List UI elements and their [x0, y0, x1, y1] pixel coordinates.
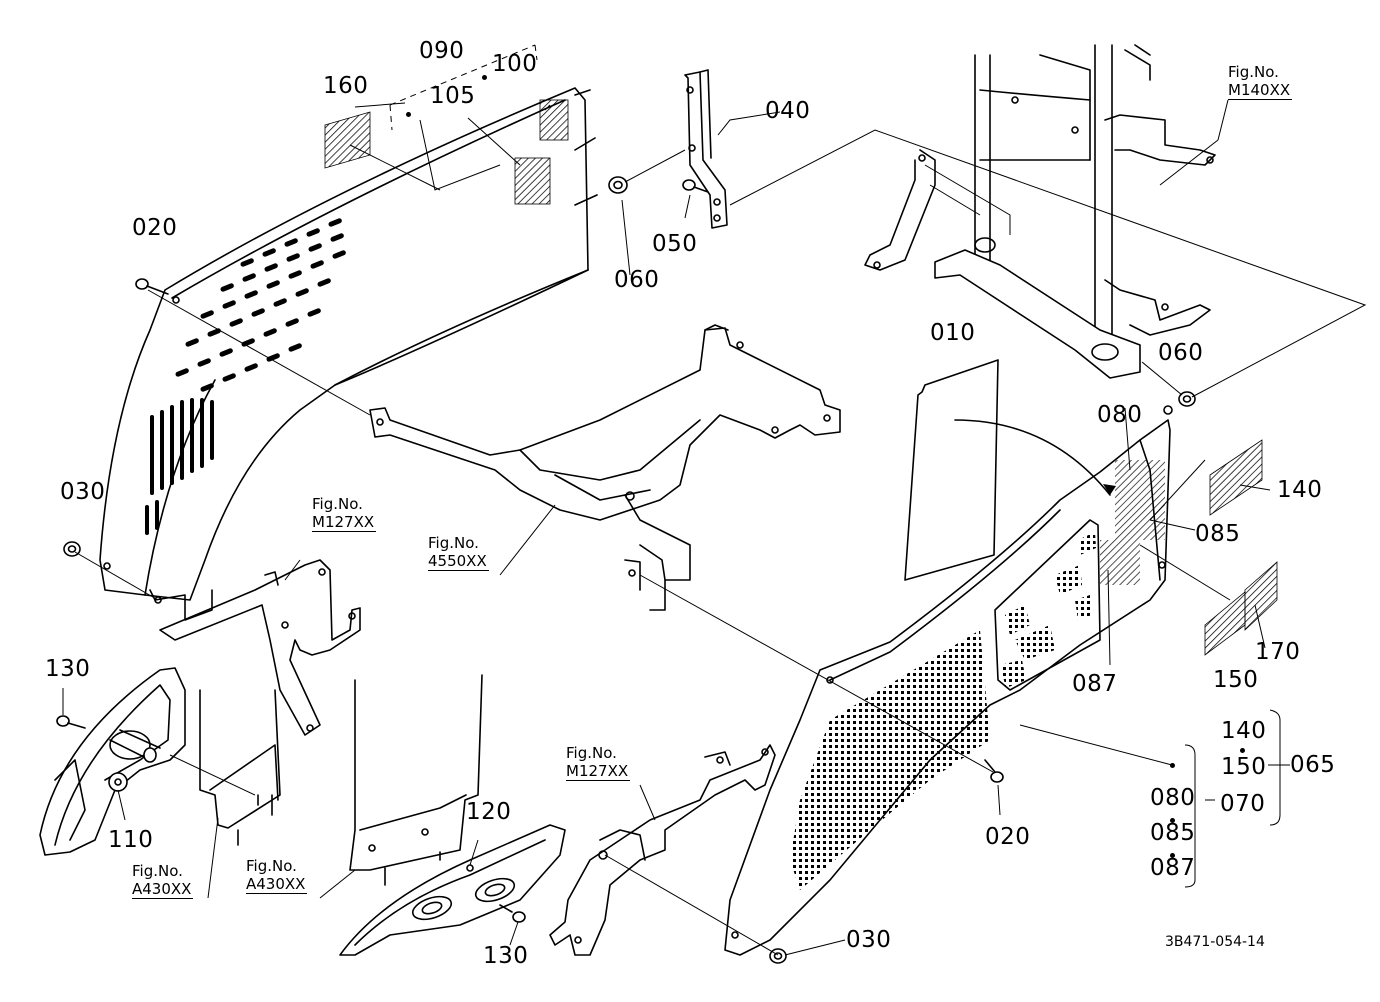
- right-support-bracket: [549, 744, 776, 956]
- label-140-set: 140: [1221, 718, 1267, 744]
- fig-ref-a430xx-left: Fig.No. A430XX: [132, 862, 194, 899]
- label-150-set: 150: [1221, 754, 1267, 780]
- label-110: 110: [108, 827, 154, 853]
- label-020-lower: 020: [985, 824, 1031, 850]
- label-030-right: 030: [846, 927, 892, 953]
- label-060-right: 060: [1158, 340, 1204, 366]
- label-100: 100: [492, 51, 538, 77]
- bolt-020-upper: [135, 278, 169, 295]
- label-085-panel: 085: [1195, 521, 1241, 547]
- separator-dot: [1240, 748, 1245, 753]
- decal-170: [1244, 561, 1278, 631]
- right-cover-panel: [724, 405, 1173, 956]
- label-080-set: 080: [1150, 785, 1196, 811]
- label-130-center: 130: [483, 943, 529, 969]
- label-040: 040: [765, 98, 811, 124]
- leader-lines: [62, 44, 1367, 956]
- bracket-040: [684, 69, 728, 229]
- label-060-upper: 060: [614, 267, 660, 293]
- nut-060-upper: [608, 176, 628, 194]
- label-080-panel: 080: [1097, 402, 1143, 428]
- decal-010: [904, 359, 1116, 581]
- label-105: 105: [430, 83, 476, 109]
- label-020-upper: 020: [132, 215, 178, 241]
- separator-dot: [1170, 818, 1175, 823]
- left-cover-panel: [99, 87, 598, 601]
- separator-dot: [482, 75, 487, 80]
- decal-150: [1204, 591, 1246, 656]
- bolt-130-center: [499, 904, 526, 923]
- decal-160: [324, 111, 371, 169]
- separator-dot: [1170, 763, 1175, 768]
- nut-030-right: [769, 948, 787, 964]
- label-050: 050: [652, 231, 698, 257]
- fig-ref-m140xx: Fig.No. M140XX: [1228, 63, 1293, 100]
- separator-dot: [406, 112, 411, 117]
- rops-frame: [864, 44, 1216, 379]
- fig-ref-m127xx-right: Fig.No. M127XX: [566, 744, 631, 781]
- label-170: 170: [1255, 639, 1301, 665]
- bolt-050: [682, 179, 709, 193]
- left-light-110: [39, 667, 186, 856]
- label-070: 070: [1220, 791, 1266, 817]
- fig-ref-a430xx-center: Fig.No. A430XX: [246, 857, 308, 894]
- label-120: 120: [466, 799, 512, 825]
- label-085-set: 085: [1150, 820, 1196, 846]
- center-lower-plate: [349, 674, 483, 886]
- label-150-decal: 150: [1213, 667, 1259, 693]
- left-rear-plate: [199, 689, 281, 846]
- label-030-left: 030: [60, 479, 106, 505]
- label-065: 065: [1290, 752, 1336, 778]
- fig-ref-m127xx-left: Fig.No. M127XX: [312, 495, 377, 532]
- decal-140: [1209, 439, 1263, 516]
- label-090: 090: [419, 38, 465, 64]
- label-160: 160: [323, 73, 369, 99]
- center-light-120: [339, 824, 566, 956]
- label-087-set: 087: [1150, 855, 1196, 881]
- label-010: 010: [930, 320, 976, 346]
- center-frame: [369, 324, 841, 611]
- label-130-left: 130: [45, 656, 91, 682]
- separator-dot: [1170, 853, 1175, 858]
- bolt-020-lower: [984, 759, 1004, 783]
- label-087-panel: 087: [1072, 671, 1118, 697]
- bolt-130-left: [56, 715, 86, 729]
- drawing-code: 3B471-054-14: [1165, 934, 1265, 950]
- label-140-decal: 140: [1277, 477, 1323, 503]
- nut-060-right: [1178, 391, 1196, 407]
- fig-ref-4550xx: Fig.No. 4550XX: [428, 534, 489, 571]
